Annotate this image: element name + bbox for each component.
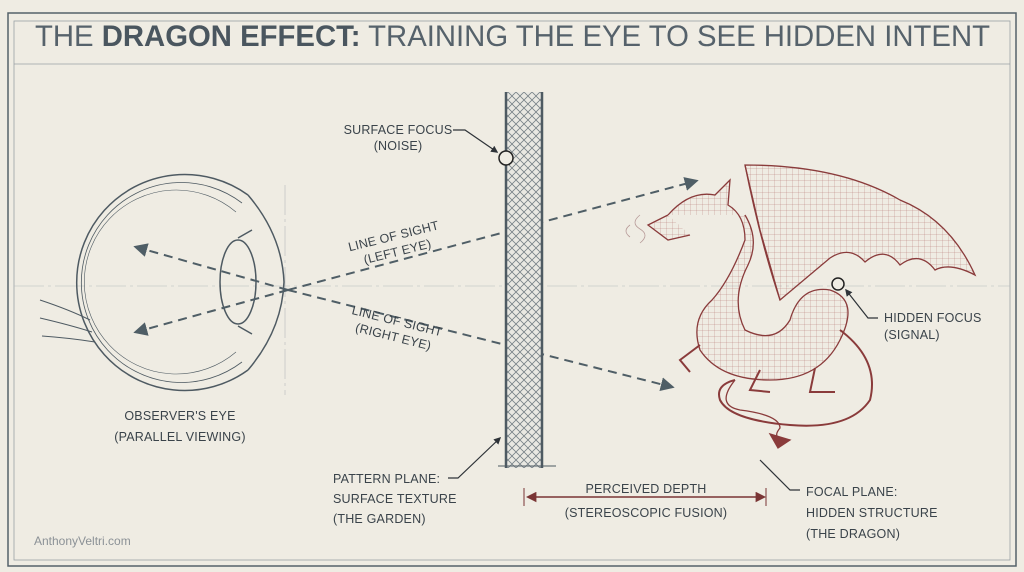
svg-text:FOCAL PLANE:: FOCAL PLANE:: [806, 485, 898, 499]
surface-focus-label: SURFACE FOCUS (NOISE): [344, 123, 453, 153]
svg-text:(THE DRAGON): (THE DRAGON): [806, 527, 900, 541]
pattern-plane: [498, 92, 556, 468]
svg-text:SURFACE FOCUS: SURFACE FOCUS: [344, 123, 453, 137]
inner-frame: [13, 20, 1011, 561]
svg-text:PATTERN PLANE:: PATTERN PLANE:: [333, 472, 440, 486]
svg-text:(SIGNAL): (SIGNAL): [884, 328, 940, 342]
line-of-sight-right-label: LINE OF SIGHT (RIGHT EYE): [350, 303, 444, 353]
svg-text:(STEREOSCOPIC FUSION): (STEREOSCOPIC FUSION): [565, 506, 728, 520]
hidden-focus-marker: [831, 277, 845, 291]
svg-text:SURFACE TEXTURE: SURFACE TEXTURE: [333, 492, 457, 506]
svg-text:(THE GARDEN): (THE GARDEN): [333, 512, 426, 526]
dragon-illustration: [625, 164, 977, 449]
watermark: AnthonyVeltri.com: [34, 534, 131, 548]
leader-arrows: [448, 129, 878, 491]
svg-text:OBSERVER'S EYE: OBSERVER'S EYE: [124, 409, 235, 423]
svg-text:PERCEIVED DEPTH: PERCEIVED DEPTH: [585, 482, 706, 496]
pattern-plane-label: PATTERN PLANE: SURFACE TEXTURE (THE GARD…: [333, 472, 457, 526]
surface-focus-marker: [498, 150, 514, 166]
hidden-focus-label: HIDDEN FOCUS (SIGNAL): [884, 311, 982, 342]
page-title: THE DRAGON EFFECT: TRAINING THE EYE TO S…: [35, 20, 990, 53]
svg-text:HIDDEN FOCUS: HIDDEN FOCUS: [884, 311, 982, 325]
svg-text:HIDDEN STRUCTURE: HIDDEN STRUCTURE: [806, 506, 938, 520]
svg-text:(PARALLEL VIEWING): (PARALLEL VIEWING): [114, 430, 245, 444]
observer-eye-label: OBSERVER'S EYE (PARALLEL VIEWING): [114, 409, 245, 444]
perceived-depth-label: PERCEIVED DEPTH (STEREOSCOPIC FUSION): [565, 482, 728, 520]
outer-frame: [7, 12, 1017, 567]
svg-text:(NOISE): (NOISE): [374, 139, 423, 153]
lines-of-sight: [133, 177, 699, 392]
focal-plane-label: FOCAL PLANE: HIDDEN STRUCTURE (THE DRAGO…: [806, 485, 938, 541]
eye-illustration: [39, 173, 285, 392]
